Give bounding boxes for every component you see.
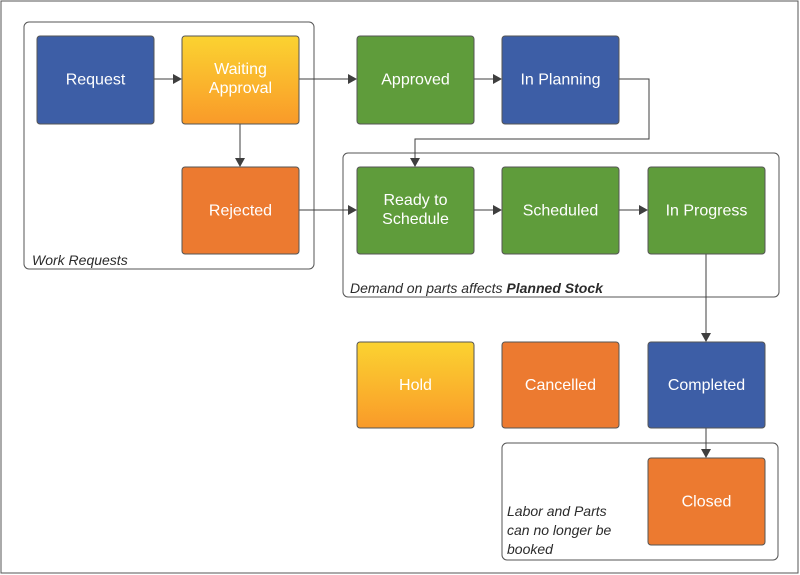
node-ready-to-schedule-label-line2: Schedule [382, 211, 449, 228]
node-approved: Approved [356, 35, 475, 125]
arrow-planning-to-ready [410, 78, 650, 167]
node-closed-box [647, 457, 766, 546]
node-rejected-label: Rejected [209, 203, 272, 220]
node-ready-to-schedule-box [356, 166, 475, 255]
node-rejected-box [181, 166, 300, 255]
node-in-planning-label: In Planning [520, 72, 600, 89]
node-cancelled-box [501, 341, 620, 429]
group-planned-stock [342, 152, 780, 298]
node-hold-box [356, 341, 475, 429]
node-waiting-approval-label-line2: Approval [209, 80, 272, 97]
node-completed-label: Completed [668, 377, 745, 394]
group-work-requests-label: Work Requests [32, 252, 128, 268]
group-closed-label-line3: booked [507, 541, 554, 557]
node-completed: Completed [647, 341, 766, 429]
node-in-progress: In Progress [647, 166, 766, 255]
node-cancelled: Cancelled [501, 341, 620, 429]
node-in-progress-box [647, 166, 766, 255]
node-cancelled-label: Cancelled [525, 377, 596, 394]
node-ready-to-schedule-label-line1: Ready to [383, 192, 447, 209]
group-planned-stock-label-bold: Planned Stock [506, 280, 604, 296]
node-approved-box [356, 35, 475, 125]
node-approved-label: Approved [381, 72, 450, 89]
node-scheduled-box [501, 166, 620, 255]
node-hold-label: Hold [399, 377, 432, 394]
node-in-planning: In Planning [501, 35, 620, 125]
node-rejected: Rejected [181, 166, 300, 255]
node-waiting-approval-label-line1: Waiting [214, 61, 267, 78]
node-scheduled-label: Scheduled [523, 203, 599, 220]
node-waiting-approval-box [181, 35, 300, 125]
group-work-requests [23, 21, 315, 270]
node-closed: Closed [647, 457, 766, 546]
group-planned-stock-label: Demand on parts affects Planned Stock [350, 280, 604, 296]
group-closed-label-line1: Labor and Parts [507, 503, 607, 519]
node-ready-to-schedule: Ready to Schedule [356, 166, 475, 255]
node-waiting-approval: Waiting Approval [181, 35, 300, 125]
node-request: Request [36, 35, 155, 125]
node-in-planning-box [501, 35, 620, 125]
node-closed-label: Closed [682, 494, 732, 511]
group-closed-label-line2: can no longer be [507, 522, 612, 538]
node-completed-box [647, 341, 766, 429]
connectors [154, 74, 711, 458]
node-request-label: Request [66, 72, 126, 89]
group-closed [501, 442, 779, 561]
node-hold: Hold [356, 341, 475, 429]
node-in-progress-label: In Progress [666, 203, 748, 220]
node-request-box [36, 35, 155, 125]
node-scheduled: Scheduled [501, 166, 620, 255]
group-planned-stock-label-prefix: Demand on parts affects [350, 280, 506, 296]
